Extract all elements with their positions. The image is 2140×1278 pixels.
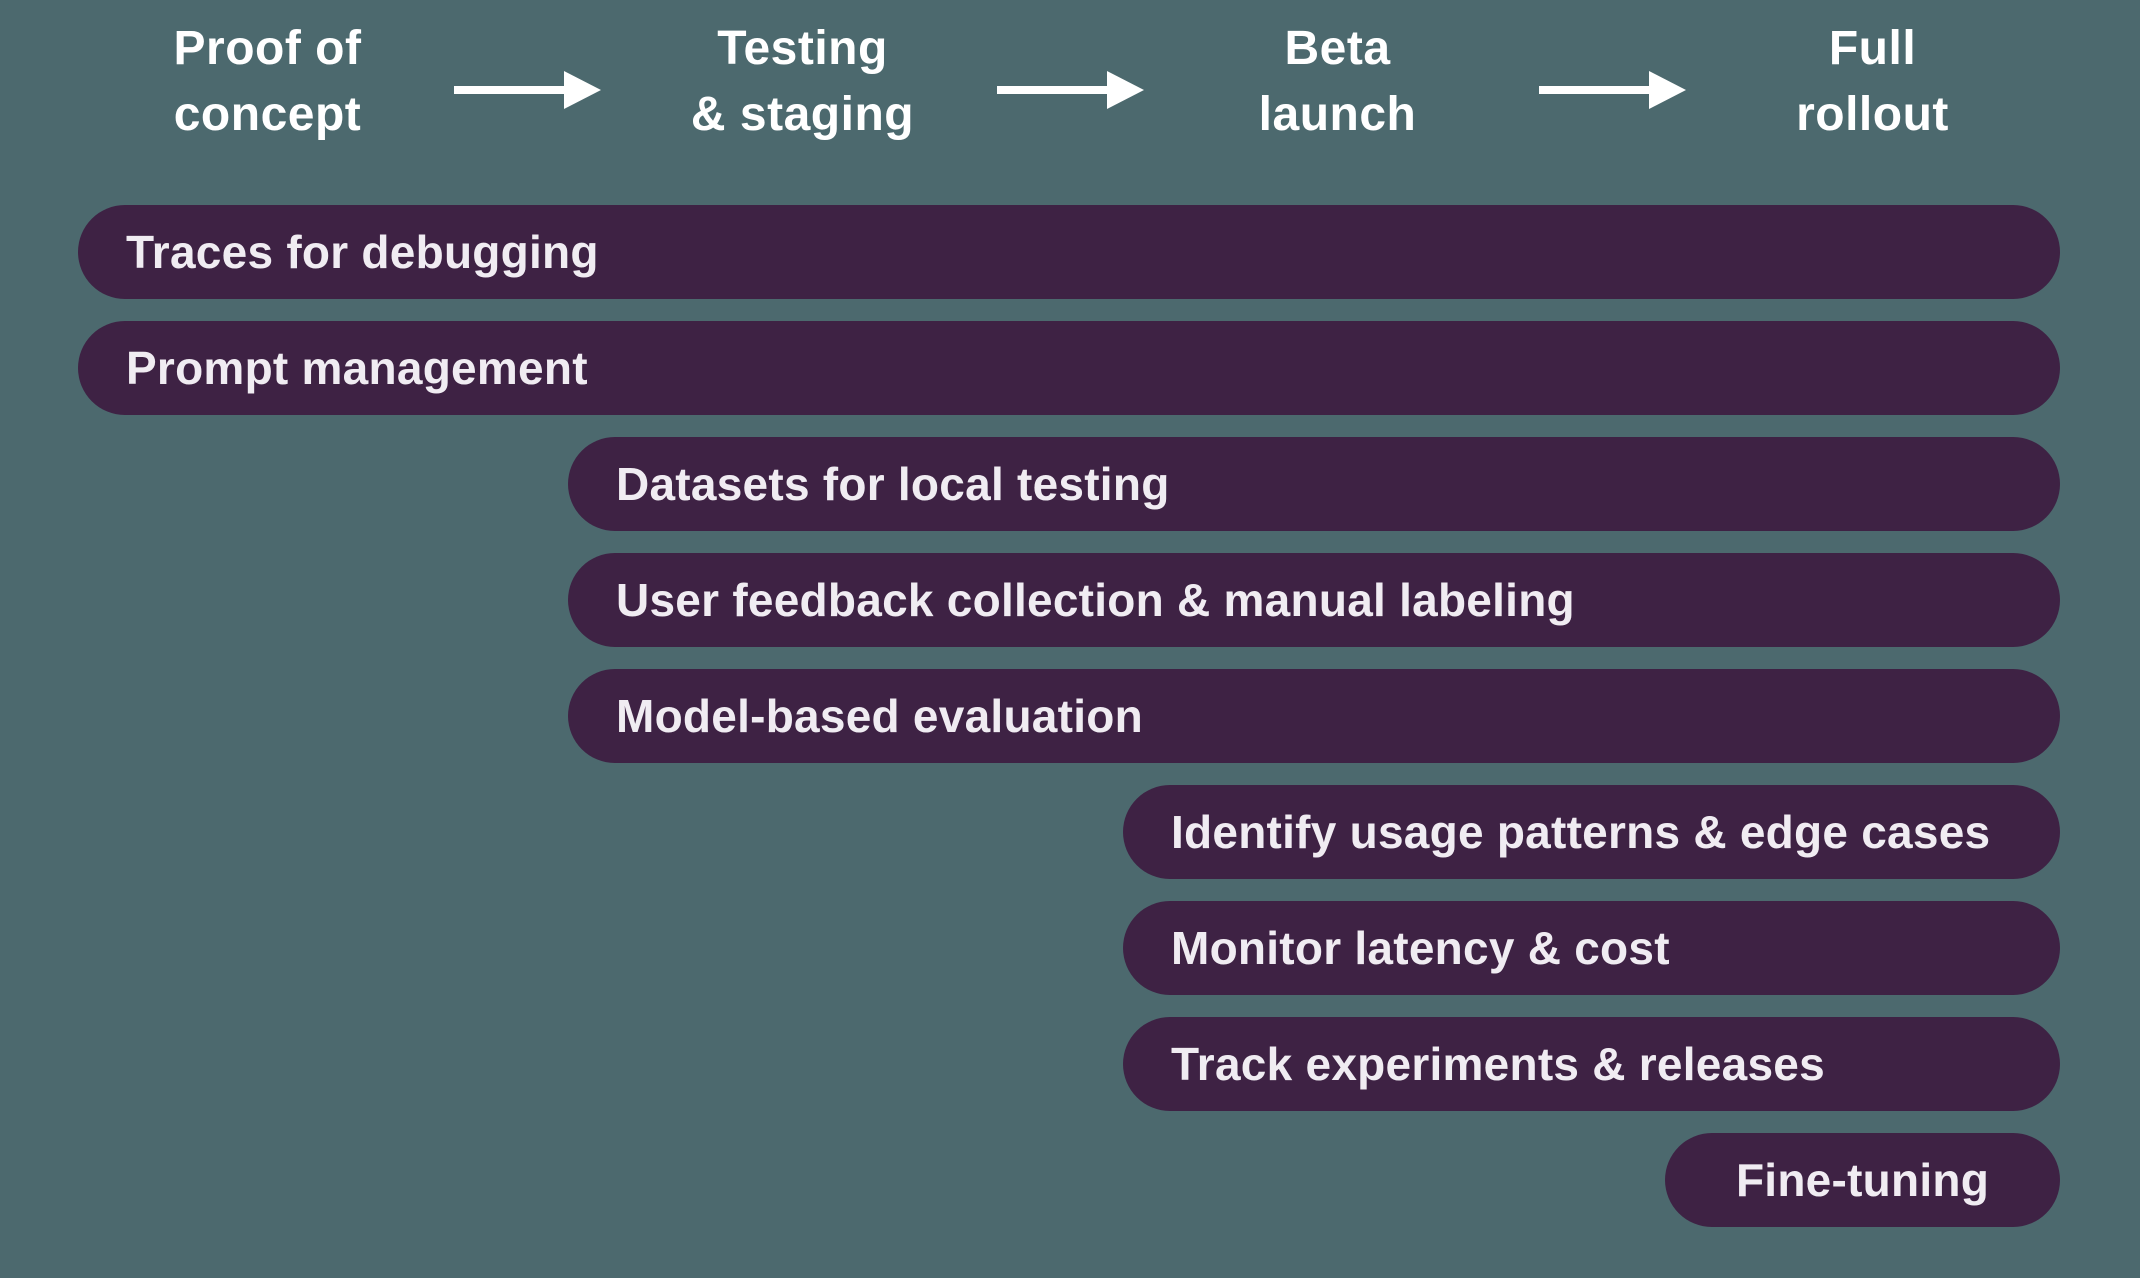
stage-title-line: Full — [1828, 22, 1917, 75]
capability-bars: Traces for debugging Prompt management D… — [0, 205, 2140, 1227]
bar-label: Datasets for local testing — [616, 458, 1170, 510]
stage-title-testing-staging: Testing & staging — [535, 0, 1070, 205]
stage-title-line: & staging — [690, 88, 915, 141]
bar-traces-for-debugging: Traces for debugging — [78, 205, 2060, 299]
stage-title-beta-launch: Beta launch — [1070, 0, 1605, 205]
bar-prompt-management: Prompt management — [78, 321, 2060, 415]
bar-label: Prompt management — [126, 342, 588, 394]
stage-title-line: concept — [173, 88, 362, 141]
stage-title-line: launch — [1258, 88, 1417, 141]
bar-model-based-evaluation: Model-based evaluation — [568, 669, 2060, 763]
stage-header-row: Proof of concept Testing & staging Beta … — [0, 0, 2140, 205]
stage-title-full-rollout: Full rollout — [1605, 0, 2140, 205]
bar-label: Traces for debugging — [126, 226, 599, 278]
bar-label: User feedback collection & manual labeli… — [616, 574, 1575, 626]
stage-title-line: Testing — [717, 22, 888, 75]
stage-title-proof-of-concept: Proof of concept — [0, 0, 535, 205]
bar-monitor-latency-cost: Monitor latency & cost — [1123, 901, 2060, 995]
bar-identify-usage-patterns: Identify usage patterns & edge cases — [1123, 785, 2060, 879]
bar-label: Identify usage patterns & edge cases — [1171, 806, 1991, 858]
stage-title-line: Beta — [1284, 22, 1391, 75]
arrow-right-icon — [454, 71, 601, 109]
stage-title-line: rollout — [1796, 88, 1949, 141]
bar-label: Model-based evaluation — [616, 690, 1143, 742]
bar-track-experiments-releases: Track experiments & releases — [1123, 1017, 2060, 1111]
stage-title-line: Proof of — [173, 22, 362, 75]
arrow-right-icon — [997, 71, 1144, 109]
arrow-right-icon — [1539, 71, 1686, 109]
bar-label: Fine-tuning — [1735, 1154, 1990, 1206]
bar-label: Monitor latency & cost — [1171, 922, 1670, 974]
bar-datasets-for-local-testing: Datasets for local testing — [568, 437, 2060, 531]
bar-fine-tuning: Fine-tuning — [1665, 1133, 2060, 1227]
bar-label: Track experiments & releases — [1171, 1038, 1825, 1090]
bar-user-feedback-collection: User feedback collection & manual labeli… — [568, 553, 2060, 647]
